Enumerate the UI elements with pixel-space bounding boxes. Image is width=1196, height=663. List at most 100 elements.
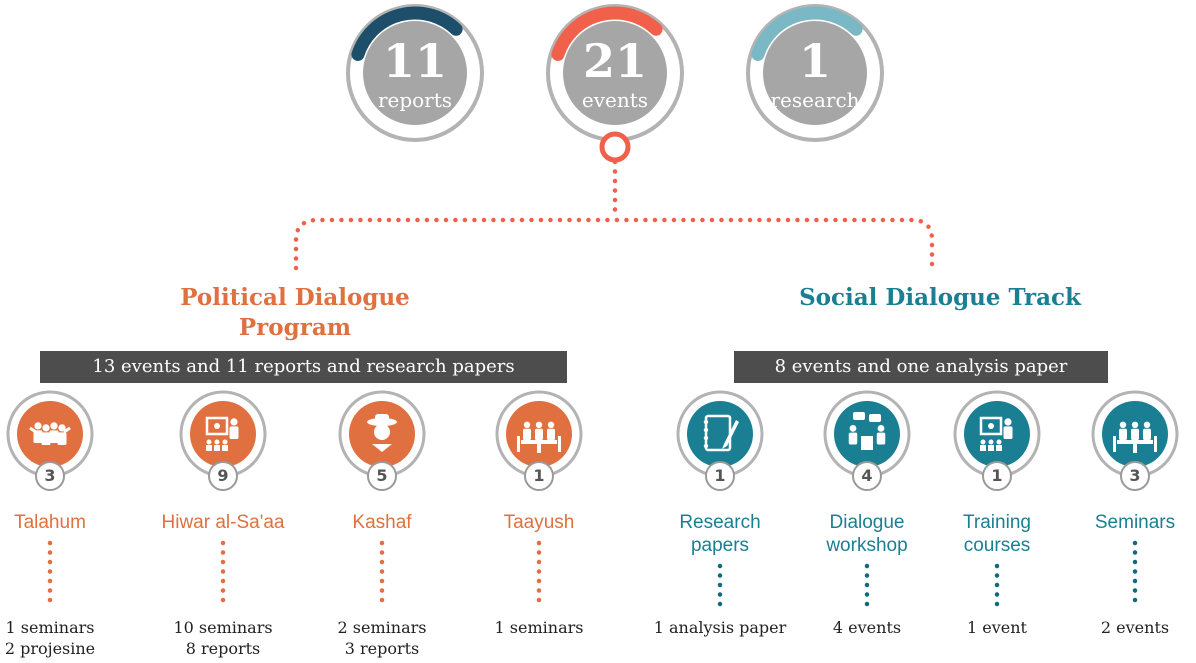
stat-outer-ring xyxy=(346,4,484,142)
count-badge: 3 xyxy=(1120,461,1150,491)
table-top xyxy=(1117,440,1153,444)
program-label-line: courses xyxy=(963,535,1031,556)
audience-body xyxy=(988,445,994,451)
program-stat-line: 3 reports xyxy=(344,639,420,658)
stat-progress-arc xyxy=(751,6,863,61)
person-body xyxy=(1003,426,1013,439)
program-label-line: Dialogue xyxy=(829,512,905,533)
board-gear xyxy=(214,423,220,429)
audience-head xyxy=(222,439,228,445)
chair-right xyxy=(558,436,561,452)
ring xyxy=(703,427,709,433)
stat-progress-arc xyxy=(551,6,663,61)
meeting-table-icon xyxy=(1113,421,1157,453)
program-label-line: workshop xyxy=(826,535,908,556)
person-body xyxy=(33,430,43,443)
stat-disc xyxy=(563,21,667,125)
stat-number: 21 xyxy=(583,34,647,88)
hat-top xyxy=(375,414,389,422)
person-head xyxy=(877,424,885,432)
person-body xyxy=(41,432,51,445)
political-summary-banner: 13 events and 11 reports and research pa… xyxy=(40,351,567,383)
program-stat-line: 1 analysis paper xyxy=(653,618,787,637)
stat-number: 11 xyxy=(383,34,447,88)
person-body xyxy=(1131,428,1139,440)
speech-bubble xyxy=(869,414,881,422)
ring xyxy=(703,419,709,425)
political-program-icon-group xyxy=(495,390,583,478)
count-badge: 9 xyxy=(208,461,238,491)
political-title-line2: Program xyxy=(238,314,352,341)
person-body xyxy=(1119,428,1127,440)
person-body xyxy=(1143,428,1151,440)
icon-disc xyxy=(834,401,900,467)
social-track-title: Social Dialogue Track xyxy=(799,284,1081,311)
person-body xyxy=(49,430,59,443)
program-stats: 1 event xyxy=(917,617,1077,638)
count-badge: 5 xyxy=(367,461,397,491)
podium xyxy=(861,436,873,450)
person-head xyxy=(1131,421,1139,428)
program-stats: 1 analysis paper xyxy=(640,617,800,638)
stat-outer-ring xyxy=(746,4,884,142)
program-label-line: Kashaf xyxy=(352,512,412,533)
social-program-icon-group xyxy=(823,390,911,478)
political-program-icon-group xyxy=(6,390,94,478)
table-leg xyxy=(537,444,541,453)
audience-body xyxy=(996,445,1002,451)
icon-disc xyxy=(687,401,753,467)
program-stats: 4 events xyxy=(787,617,947,638)
ring xyxy=(703,435,709,441)
notebook-pen-icon xyxy=(703,414,739,452)
program-stat-line: 10 seminars xyxy=(173,618,273,637)
program-label: Taayush xyxy=(459,511,619,534)
person-body xyxy=(523,428,531,440)
person-body xyxy=(229,426,239,439)
board-gear xyxy=(988,423,994,429)
audience-body xyxy=(206,445,212,451)
stat-disc xyxy=(763,21,867,125)
stat-progress-arc xyxy=(351,6,463,61)
person-head xyxy=(547,421,555,428)
person-head xyxy=(1143,421,1151,428)
social-program-icon-group xyxy=(1091,390,1179,478)
presentation-board-icon xyxy=(979,416,1013,451)
program-stats: 1 seminars xyxy=(459,617,619,638)
program-label: Hiwar al-Sa'aa xyxy=(143,511,303,534)
program-stat-line: 2 events xyxy=(1100,618,1170,637)
pen xyxy=(722,420,739,449)
chair-left xyxy=(517,436,520,452)
person-head xyxy=(58,424,66,432)
person-head xyxy=(50,422,58,430)
person-head xyxy=(523,421,531,428)
board xyxy=(205,416,229,436)
person-head xyxy=(42,424,50,432)
program-label: Seminars xyxy=(1055,511,1196,534)
scarf xyxy=(372,444,392,452)
count-badge: 1 xyxy=(524,461,554,491)
scout-person-icon xyxy=(367,414,397,452)
political-track-title: Political Dialogue Program xyxy=(130,283,460,343)
program-label-line: Training xyxy=(963,512,1031,533)
program-label-line: papers xyxy=(690,535,750,556)
person-body xyxy=(535,428,543,440)
stat-number: 1 xyxy=(799,34,831,88)
person-body xyxy=(848,432,858,445)
audience-head xyxy=(996,439,1002,445)
program-label-line: Research xyxy=(679,512,761,533)
dialogue-workshop-icon xyxy=(848,412,886,450)
count-badge: 1 xyxy=(705,461,735,491)
chair-left xyxy=(1113,436,1116,452)
count-badge: 1 xyxy=(982,461,1012,491)
table-top xyxy=(521,440,557,444)
person-body xyxy=(57,432,67,445)
audience-head xyxy=(988,439,994,445)
program-stats: 2 events xyxy=(1055,617,1196,638)
connector-node xyxy=(599,131,631,163)
social-program-icon-group xyxy=(676,390,764,478)
